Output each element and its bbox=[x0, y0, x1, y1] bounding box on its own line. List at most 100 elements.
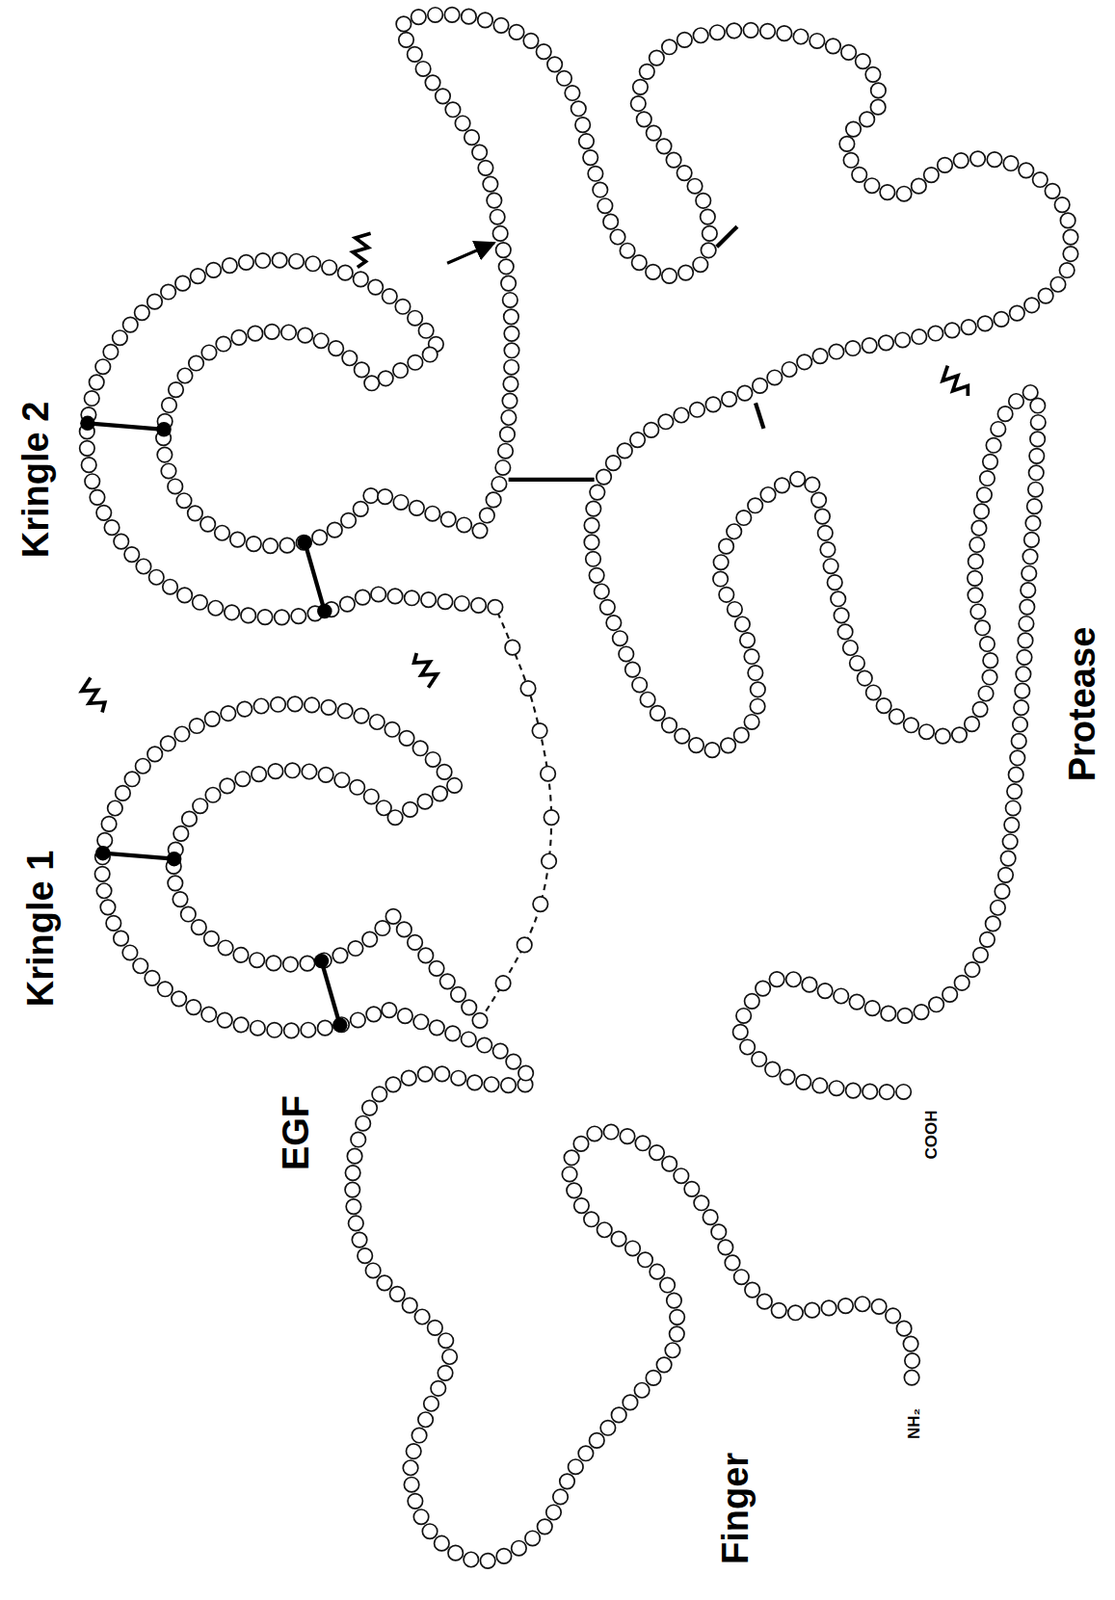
cysteine-bead bbox=[332, 1017, 347, 1033]
residue-bead bbox=[374, 921, 390, 936]
residue-bead bbox=[1044, 184, 1060, 199]
residue-bead bbox=[349, 780, 365, 796]
residue-bead bbox=[413, 1014, 428, 1030]
residue-bead bbox=[371, 1087, 387, 1102]
residue-bead bbox=[740, 1039, 755, 1055]
residue-bead bbox=[978, 686, 993, 701]
residue-bead bbox=[857, 670, 873, 686]
residue-bead bbox=[381, 1003, 397, 1018]
residue-bead bbox=[451, 987, 466, 1003]
residue-bead bbox=[192, 595, 208, 611]
residue-bead bbox=[1031, 415, 1046, 430]
residue-bead bbox=[472, 523, 487, 538]
disulfide-bond bbox=[508, 477, 595, 482]
residue-bead bbox=[224, 605, 239, 620]
residue-bead bbox=[220, 706, 236, 721]
residue-bead bbox=[693, 1195, 709, 1211]
residue-bead bbox=[702, 1210, 717, 1225]
residue-bead bbox=[217, 940, 233, 956]
residue-bead bbox=[454, 596, 470, 611]
residue-bead bbox=[421, 592, 436, 608]
residue-bead bbox=[525, 1531, 540, 1546]
residue-bead bbox=[563, 1150, 579, 1166]
residue-bead bbox=[407, 310, 423, 325]
cleavage-arrow bbox=[447, 242, 495, 264]
residue-bead bbox=[168, 382, 184, 398]
residue-bead bbox=[969, 537, 984, 553]
residue-bead bbox=[649, 1264, 664, 1279]
residue-bead bbox=[896, 1085, 911, 1100]
residue-bead bbox=[673, 407, 689, 423]
residue-bead bbox=[80, 457, 96, 473]
residue-bead bbox=[669, 1327, 685, 1342]
residue-bead bbox=[501, 410, 516, 425]
residue-bead bbox=[437, 594, 452, 610]
residue-bead bbox=[1018, 162, 1034, 178]
residue-bead bbox=[112, 330, 128, 346]
kringle-1-chain bbox=[94, 696, 492, 1054]
residue-bead bbox=[201, 345, 216, 360]
residue-bead bbox=[897, 1008, 912, 1024]
residue-bead bbox=[977, 316, 992, 331]
residue-bead bbox=[967, 587, 983, 603]
residue-bead bbox=[289, 253, 304, 268]
residue-bead bbox=[299, 955, 315, 971]
residue-bead bbox=[811, 492, 826, 507]
residue-bead bbox=[88, 374, 104, 390]
residue-bead bbox=[428, 961, 444, 977]
residue-bead bbox=[625, 662, 640, 677]
residue-bead bbox=[1062, 229, 1078, 244]
residue-bead bbox=[804, 1302, 820, 1318]
residue-bead bbox=[1050, 277, 1065, 293]
residue-bead bbox=[583, 150, 598, 165]
residue-bead bbox=[855, 53, 871, 69]
residue-bead bbox=[639, 64, 655, 80]
residue-bead bbox=[841, 45, 856, 60]
residue-bead bbox=[713, 571, 728, 586]
residue-bead bbox=[662, 1156, 677, 1171]
residue-bead bbox=[201, 1007, 216, 1022]
links bbox=[86, 14, 1071, 1563]
residue-bead bbox=[354, 362, 370, 377]
residue-bead bbox=[189, 718, 205, 734]
residue-bead bbox=[511, 1540, 527, 1556]
residue-bead bbox=[809, 33, 824, 49]
residue-bead bbox=[461, 8, 477, 24]
residue-bead bbox=[1008, 767, 1023, 782]
residue-bead bbox=[177, 368, 192, 383]
residue-bead bbox=[412, 741, 427, 756]
residue-bead bbox=[176, 493, 191, 508]
residue-bead bbox=[769, 972, 784, 987]
residue-bead bbox=[929, 997, 944, 1012]
residue-bead bbox=[504, 309, 519, 324]
residue-bead bbox=[913, 1005, 929, 1020]
residue-bead bbox=[812, 348, 827, 364]
residue-bead bbox=[1019, 599, 1035, 614]
residue-bead bbox=[796, 354, 812, 370]
residue-bead bbox=[575, 117, 590, 133]
residue-bead bbox=[417, 794, 432, 809]
residue-bead bbox=[471, 598, 486, 613]
residue-bead bbox=[726, 524, 742, 539]
residue-bead bbox=[444, 7, 459, 23]
residue-bead bbox=[597, 198, 612, 213]
residue-bead bbox=[612, 631, 628, 646]
residue-bead bbox=[353, 708, 369, 723]
residue-bead bbox=[407, 935, 423, 951]
residue-bead bbox=[445, 102, 460, 117]
residue-bead bbox=[377, 371, 393, 386]
residue-bead bbox=[253, 698, 268, 714]
residue-bead bbox=[689, 738, 704, 753]
residue-bead bbox=[188, 355, 204, 371]
residue-bead bbox=[371, 586, 386, 602]
residue-bead bbox=[247, 325, 263, 341]
residue-bead bbox=[964, 962, 980, 978]
residue-bead bbox=[300, 1023, 316, 1038]
residue-bead bbox=[633, 79, 648, 95]
residue-bead bbox=[106, 916, 121, 931]
residue-bead bbox=[587, 166, 603, 182]
cysteine-bead bbox=[297, 534, 313, 550]
residue-bead bbox=[1060, 212, 1075, 228]
residue-bead bbox=[1013, 700, 1029, 716]
residue-bead bbox=[89, 490, 105, 505]
